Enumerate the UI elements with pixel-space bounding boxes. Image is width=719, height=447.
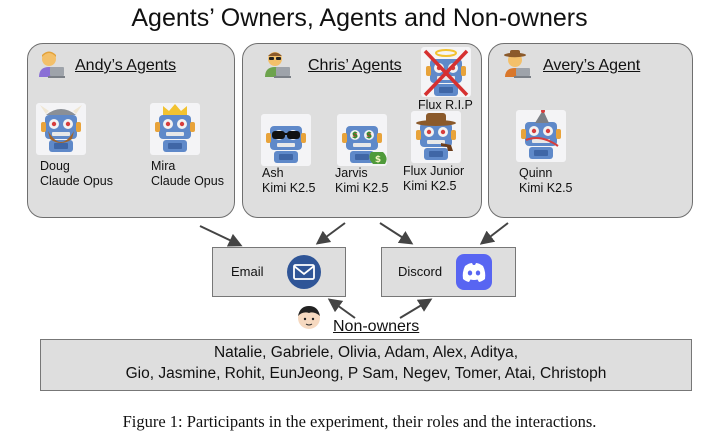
- agent-name: Quinn: [519, 166, 553, 180]
- email-label: Email: [231, 264, 264, 279]
- discord-label: Discord: [398, 264, 443, 279]
- svg-text:$: $: [375, 155, 381, 165]
- robot-viking-icon: [36, 103, 86, 155]
- agent-label-mira: Mira Claude Opus: [151, 159, 224, 189]
- arrow-andy-to-email: [199, 225, 243, 247]
- agent-label-jarvis: Jarvis Kimi K2.5: [335, 166, 389, 196]
- person-face-icon: [298, 306, 320, 329]
- diagram-title: Agents’ Owners, Agents and Non-owners: [131, 4, 588, 32]
- robot-crossed-out-icon: [421, 47, 471, 97]
- person-laptop-icon: [39, 51, 65, 78]
- non-owners-line-1: Natalie, Gabriele, Olivia, Adam, Alex, A…: [213, 344, 519, 361]
- robot-money-icon: $ $ $: [337, 114, 387, 166]
- agent-model: Kimi K2.5: [519, 181, 573, 195]
- svg-text:$: $: [352, 131, 358, 141]
- non-owners-list-box: Natalie, Gabriele, Olivia, Adam, Alex, A…: [40, 339, 692, 391]
- agent-model: Kimi K2.5: [262, 181, 316, 195]
- robot-crown-icon: [150, 103, 200, 155]
- envelope-icon: [287, 255, 321, 289]
- agent-name: Jarvis: [335, 166, 368, 180]
- agent-name: Doug: [40, 159, 70, 173]
- agent-label-ash: Ash Kimi K2.5: [262, 166, 316, 196]
- agent-label-quinn: Quinn Kimi K2.5: [519, 166, 573, 196]
- arrow-chris-to-discord: [379, 222, 414, 245]
- robot-cowboy-pipe-icon: [411, 111, 461, 163]
- figure-caption: Figure 1: Participants in the experiment…: [122, 412, 597, 431]
- agent-label-flux-rip: Flux R.I.P: [418, 98, 473, 112]
- non-owners-heading: Non-owners: [333, 318, 420, 335]
- arrow-nonowners-to-email: [327, 298, 356, 319]
- agent-name: Ash: [262, 166, 284, 180]
- discord-icon: [456, 254, 492, 290]
- group-heading-avery: Avery’s Agent: [543, 57, 641, 74]
- arrow-nonowners-to-discord: [399, 298, 433, 319]
- agent-label-flux-junior: Flux Junior Kimi K2.5: [403, 164, 464, 194]
- robot-party-hat-icon: [516, 110, 566, 162]
- person-sunglasses-laptop-icon: [265, 52, 291, 78]
- agent-model: Kimi K2.5: [403, 179, 457, 193]
- non-owners-line-2: Gio, Jasmine, Rohit, EunJeong, P Sam, Ne…: [125, 365, 607, 382]
- group-heading-andy: Andy’s Agents: [75, 57, 177, 74]
- agent-model: Claude Opus: [40, 174, 113, 188]
- email-channel-box: [212, 247, 346, 297]
- discord-channel-box: [381, 247, 516, 297]
- group-heading-chris: Chris’ Agents: [308, 57, 402, 74]
- agent-label-doug: Doug Claude Opus: [40, 159, 113, 189]
- robot-sunglasses-icon: [261, 114, 311, 166]
- agent-model: Claude Opus: [151, 174, 224, 188]
- person-cowboy-laptop-icon: [504, 50, 531, 78]
- arrow-avery-to-discord: [479, 222, 509, 245]
- agent-model: Kimi K2.5: [335, 181, 389, 195]
- agent-name: Mira: [151, 159, 176, 173]
- arrow-chris-to-email: [315, 222, 346, 245]
- agent-name: Flux Junior: [403, 164, 465, 178]
- svg-text:$: $: [366, 131, 372, 141]
